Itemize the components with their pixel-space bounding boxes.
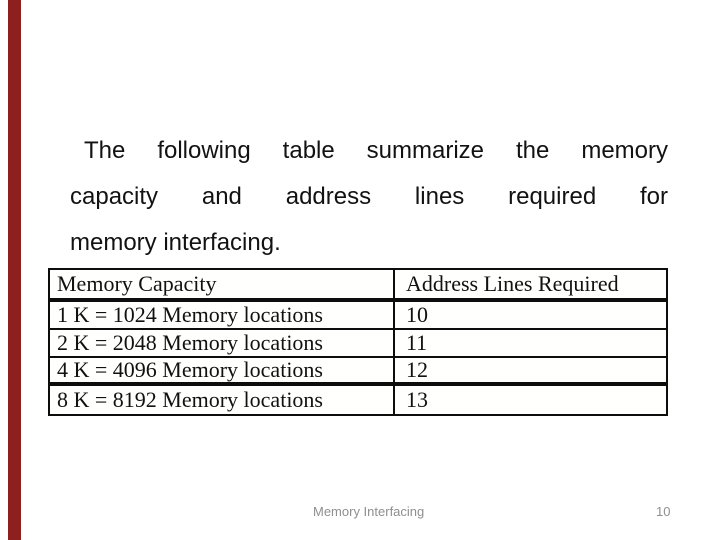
table-row: 4 K = 4096 Memory locations 12 (50, 358, 666, 386)
cell-capacity: 8 K = 8192 Memory locations (50, 386, 395, 414)
paragraph-line-1: The following table summarize the memory (84, 137, 668, 164)
header-address-lines: Address Lines Required (406, 271, 619, 296)
cell-capacity: 1 K = 1024 Memory locations (50, 302, 395, 328)
table-header-row: Memory Capacity Address Lines Required (50, 270, 666, 302)
cell-address-lines: 13 (406, 387, 428, 412)
header-memory-capacity: Memory Capacity (50, 270, 395, 298)
footer-title: Memory Interfacing (313, 504, 425, 519)
cell-address-lines: 12 (406, 358, 428, 382)
page-number: 10 (656, 504, 671, 519)
body-paragraph: The following table summarize the memory… (70, 128, 668, 266)
table-row: 1 K = 1024 Memory locations 10 (50, 302, 666, 330)
paragraph-line-2: capacity and address lines required for (70, 183, 668, 210)
cell-capacity: 2 K = 2048 Memory locations (50, 330, 395, 356)
cell-address-lines: 11 (406, 330, 428, 355)
table-row: 8 K = 8192 Memory locations 13 (50, 386, 666, 414)
paragraph-line-3: memory interfacing. (70, 229, 281, 256)
memory-capacity-table: Memory Capacity Address Lines Required 1… (48, 268, 668, 416)
cell-address-lines: 10 (406, 302, 428, 327)
table-row: 2 K = 2048 Memory locations 11 (50, 330, 666, 358)
left-accent-bar (8, 0, 21, 540)
cell-capacity: 4 K = 4096 Memory locations (50, 358, 395, 382)
